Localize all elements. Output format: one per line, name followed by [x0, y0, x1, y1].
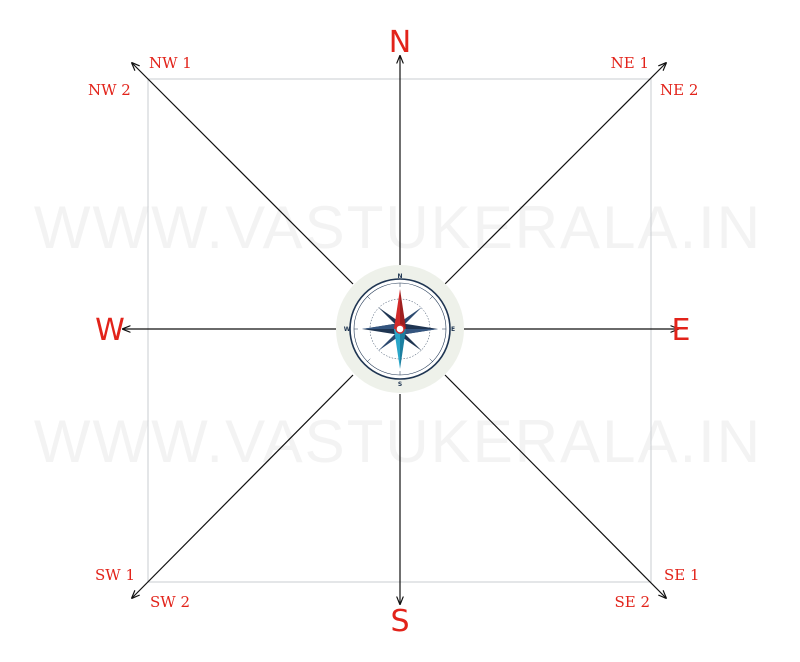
label-ne1: NE 1 — [611, 54, 649, 72]
label-se2: SE 2 — [614, 593, 650, 611]
label-sw2: SW 2 — [150, 593, 190, 611]
label-se1: SE 1 — [664, 566, 700, 584]
label-sw1: SW 1 — [95, 566, 135, 584]
label-ne2: NE 2 — [660, 81, 698, 99]
label-west: W — [95, 313, 125, 348]
northeast-arrow — [444, 63, 666, 285]
compass-letter-e: E — [451, 326, 455, 333]
compass-letter-s: S — [398, 381, 402, 388]
label-nw1: NW 1 — [149, 54, 192, 72]
watermark-top: WWW.VASTUKERALA.IN — [34, 194, 762, 261]
compass-letter-n: N — [397, 273, 402, 280]
southeast-arrow — [444, 374, 666, 598]
label-north: N — [389, 25, 411, 60]
label-south: S — [390, 604, 409, 639]
label-nw2: NW 2 — [88, 81, 131, 99]
direction-arrows — [123, 56, 678, 604]
label-east: E — [672, 313, 691, 348]
northwest-arrow — [132, 63, 354, 285]
southwest-arrow — [132, 374, 354, 598]
watermark-bottom: WWW.VASTUKERALA.IN — [34, 408, 762, 475]
compass-letter-w: W — [344, 326, 351, 333]
compass-rose: N S E W — [336, 265, 464, 393]
